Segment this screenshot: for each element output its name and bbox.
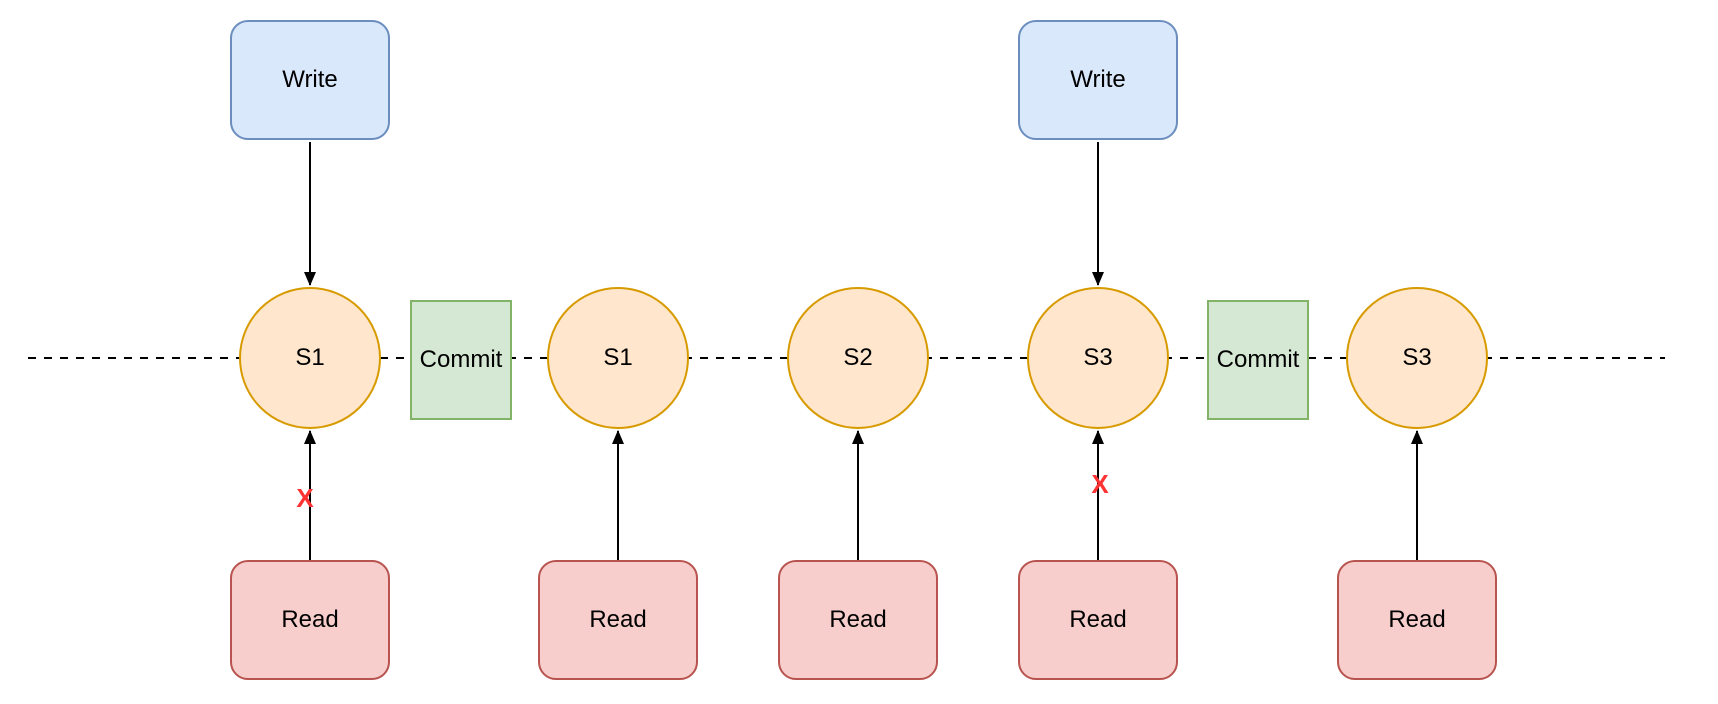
read-label: Read [829,606,887,633]
read-label: Read [1388,606,1446,633]
blocked-x-marker-1: X [296,483,314,513]
snapshot-label: S3 [1083,344,1113,371]
blocked-x-marker-2: X [1091,469,1109,499]
snapshot-circle-s1-committed: S1 [547,287,689,429]
commit-label: Commit [1216,346,1300,373]
write-box-1: Write [230,20,390,140]
read-box-5: Read [1337,560,1497,680]
snapshot-circle-s3-uncommitted: S3 [1027,287,1169,429]
read-label: Read [1069,606,1127,633]
read-box-3: Read [778,560,938,680]
commit-label: Commit [419,346,503,373]
snapshot-circle-s3-committed: S3 [1346,287,1488,429]
snapshot-label: S1 [295,344,325,371]
read-box-2: Read [538,560,698,680]
snapshot-label: S1 [603,344,633,371]
snapshot-circle-s2: S2 [787,287,929,429]
snapshot-label: S3 [1402,344,1432,371]
snapshot-circle-s1-uncommitted: S1 [239,287,381,429]
commit-box-2: Commit [1207,300,1309,420]
read-box-4: Read [1018,560,1178,680]
read-label: Read [589,606,647,633]
write-box-2: Write [1018,20,1178,140]
write-label: Write [282,66,338,93]
read-label: Read [281,606,339,633]
read-box-1: Read [230,560,390,680]
snapshot-label: S2 [843,344,873,371]
commit-box-1: Commit [410,300,512,420]
write-label: Write [1070,66,1126,93]
